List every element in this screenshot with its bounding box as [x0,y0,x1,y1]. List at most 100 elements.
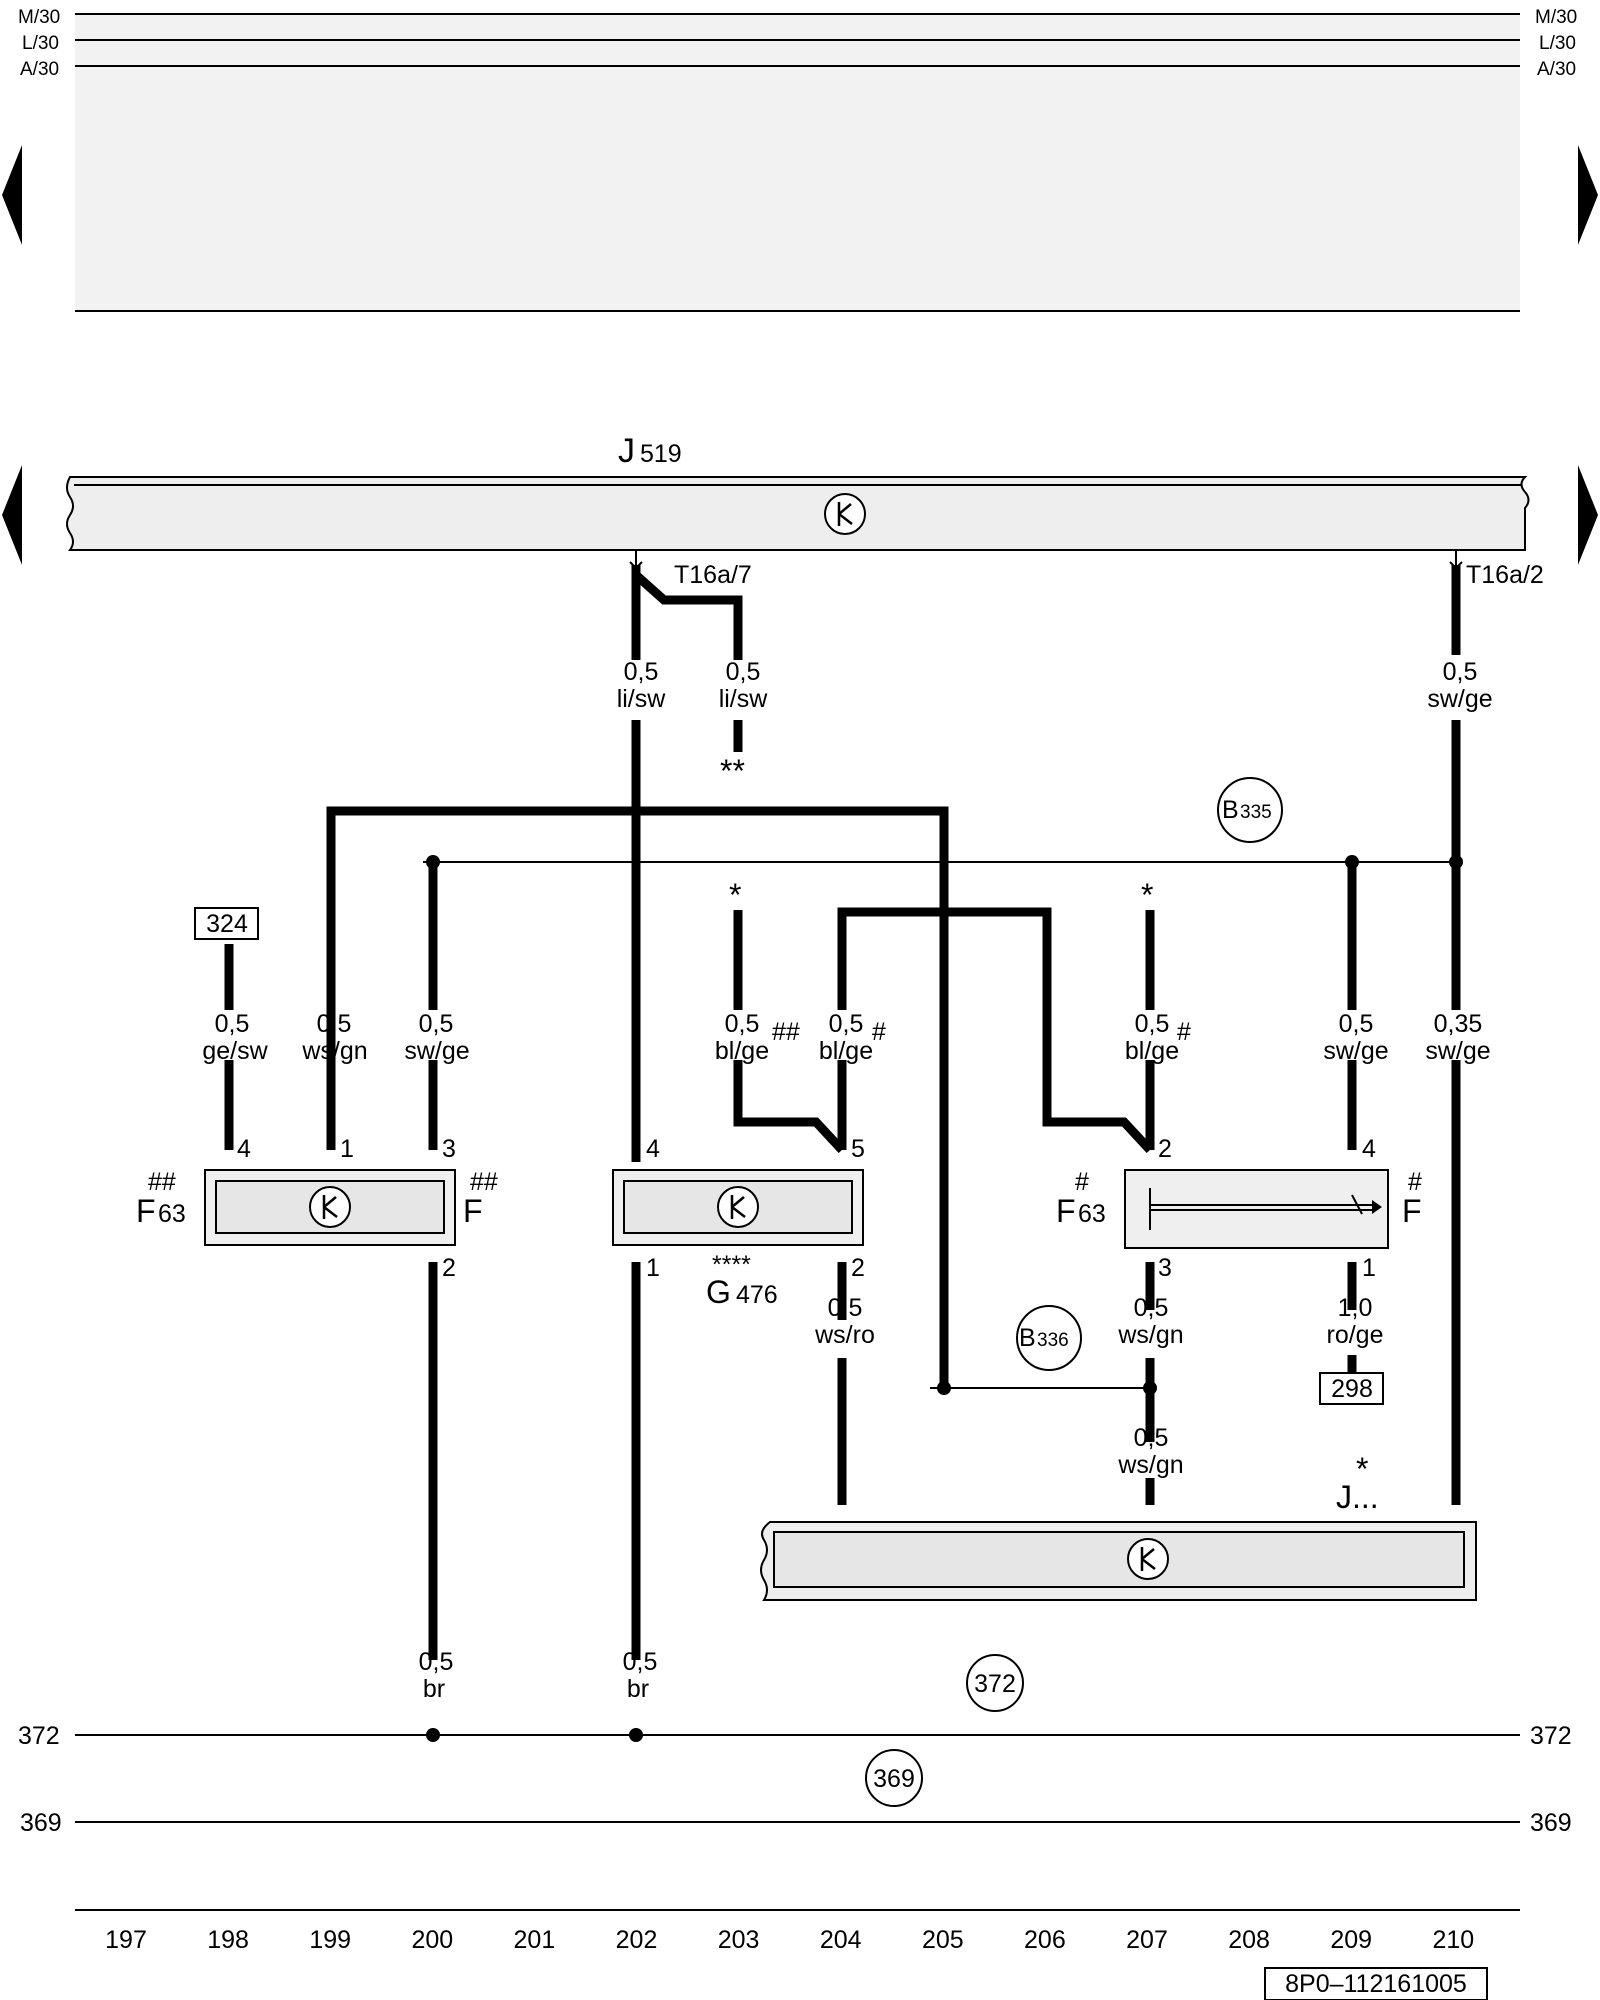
f63-left-right-name: F [463,1193,483,1229]
column-number: 197 [105,1926,147,1954]
bubble-b335-letter: B [1222,796,1239,824]
rail-label-a30-left: A/30 [20,59,59,80]
bubble-b336-letter: B [1019,1324,1036,1352]
nav-arrow-right-icon[interactable] [1578,145,1598,245]
wire-bl-ge-204[interactable] [837,907,1154,1154]
connector-markers: T16a/7 T16a/2 [629,550,1544,589]
column-number: 201 [514,1926,556,1954]
column-number: 210 [1432,1926,1474,1954]
wire-color-ge-sw: ge/sw [202,1037,268,1065]
rail-label-369-left: 369 [20,1809,62,1837]
pin-f63l-4: 4 [237,1135,251,1163]
f63-right-right-name: F [1402,1193,1422,1229]
pin-f63l-2: 2 [442,1254,456,1282]
wire-size-sw-ge-210: 0,35 [1434,1010,1483,1038]
rail-label-l30-right: L/30 [1539,33,1576,54]
pin-f63l-3: 3 [442,1135,456,1163]
rail-label-l30-left: L/30 [22,33,59,54]
wire-size-br-202: 0,5 [623,1648,658,1676]
note-star-207: * [1141,877,1153,913]
column-number: 198 [207,1926,249,1954]
mark-bl-ge-203: ## [772,1018,800,1046]
column-number: 208 [1228,1926,1270,1954]
diagram-id: 8P0–112161005 [1285,1970,1467,1998]
bubble-372[interactable] [966,1654,1024,1712]
bubble-369-label: 369 [873,1765,915,1793]
f63-right-mark: # [1075,1168,1089,1196]
bubble-b336[interactable] [1016,1305,1082,1371]
wire-size-sw-ge-209: 0,5 [1339,1010,1374,1038]
column-number: 206 [1024,1926,1066,1954]
j-unknown-module[interactable]: * J... [760,1451,1477,1601]
f63-right-number: 63 [1078,1200,1106,1228]
nav-arrow-left-2-icon[interactable] [2,465,22,565]
pin-f63r-3: 3 [1158,1254,1172,1282]
connector-t16a7: T16a/7 [674,561,752,589]
wire-li-sw-203[interactable] [633,571,743,660]
junction-207 [1143,1381,1157,1395]
bubble-b336-number: 336 [1037,1330,1069,1351]
t16a7-arrow-icon [629,561,643,570]
f63-left-mark: ## [148,1168,176,1196]
wire-size-bl-ge-203: 0,5 [725,1010,760,1038]
wire-size-ro-ge: 1,0 [1338,1294,1373,1322]
mark-bl-ge-207: # [1177,1018,1191,1046]
f63-right-switch[interactable]: # F 63 # F 2 4 3 1 [1056,1135,1422,1282]
junction-ground-202 [629,1728,643,1742]
diagram-id-box [1264,1967,1488,2000]
nav-arrow-right-2-icon[interactable] [1578,465,1598,565]
wire-marks: ## # # ** * * [720,753,1191,1046]
column-number: 202 [616,1926,658,1954]
wire-bl-ge-203-low[interactable] [733,1060,846,1154]
wire-color-ro-ge: ro/ge [1327,1321,1384,1349]
rail-label-372-right: 372 [1530,1722,1572,1750]
wire-size-sw-ge-top: 0,5 [1443,658,1478,686]
wire-size-ge-sw: 0,5 [215,1010,250,1038]
rail-label-m30-right: M/30 [1535,7,1577,28]
bubble-b335[interactable] [1217,777,1283,843]
note-double-star: ** [720,753,745,789]
junction-205 [937,1381,951,1395]
j519-module: J 519 [2,432,1598,565]
f63-right-name: F [1056,1193,1076,1229]
wire-color-li-sw-a: li/sw [617,685,667,713]
ref-box-298[interactable] [1319,1372,1384,1405]
wire-size-ws-ro: 0,5 [828,1294,863,1322]
ref-box-324[interactable] [194,907,259,940]
j-unknown-star: * [1356,1451,1368,1487]
wire-color-br-200: br [423,1675,445,1703]
j519-bar[interactable] [66,476,1530,551]
column-number: 209 [1330,1926,1372,1954]
pin-g476-4: 4 [646,1135,660,1163]
top-rail-area [75,14,1520,311]
wires [224,565,1461,1660]
mark-bl-ge-204: # [872,1018,886,1046]
nav-arrow-left-icon[interactable] [2,145,22,245]
ref-324: 324 [206,910,248,938]
wire-size-br-200: 0,5 [419,1648,454,1676]
wire-size-bl-ge-204: 0,5 [829,1010,864,1038]
column-number: 199 [309,1926,351,1954]
ref-298: 298 [1331,1375,1373,1403]
wire-color-ws-ro: ws/ro [814,1321,875,1349]
wire-size-ws-gn-199: 0,5 [317,1010,352,1038]
wire-color-sw-ge-200: sw/ge [404,1037,469,1065]
switch-arrow-icon [1372,1200,1382,1214]
wire-color-bl-ge-203: bl/ge [715,1037,769,1065]
wire-ws-gn-199[interactable] [326,806,949,1388]
g476-sensor[interactable]: **** G 476 4 5 1 2 [612,1135,865,1310]
t16a2-arrow-icon [1449,561,1463,570]
g476-stars: **** [712,1251,751,1279]
f63-left-right-mark: ## [470,1168,498,1196]
column-number: 203 [718,1926,760,1954]
bubble-369[interactable] [865,1749,923,1807]
pin-f63r-4: 4 [1362,1135,1376,1163]
sensor-symbol-icon [309,1186,351,1228]
wire-color-br-202: br [627,1675,649,1703]
column-number: 204 [820,1926,862,1954]
g476-name: G [706,1274,731,1310]
f63-left-sensor[interactable]: ## F 63 ## F 4 1 3 2 [136,1135,498,1282]
rail-label-a30-right: A/30 [1537,59,1576,80]
